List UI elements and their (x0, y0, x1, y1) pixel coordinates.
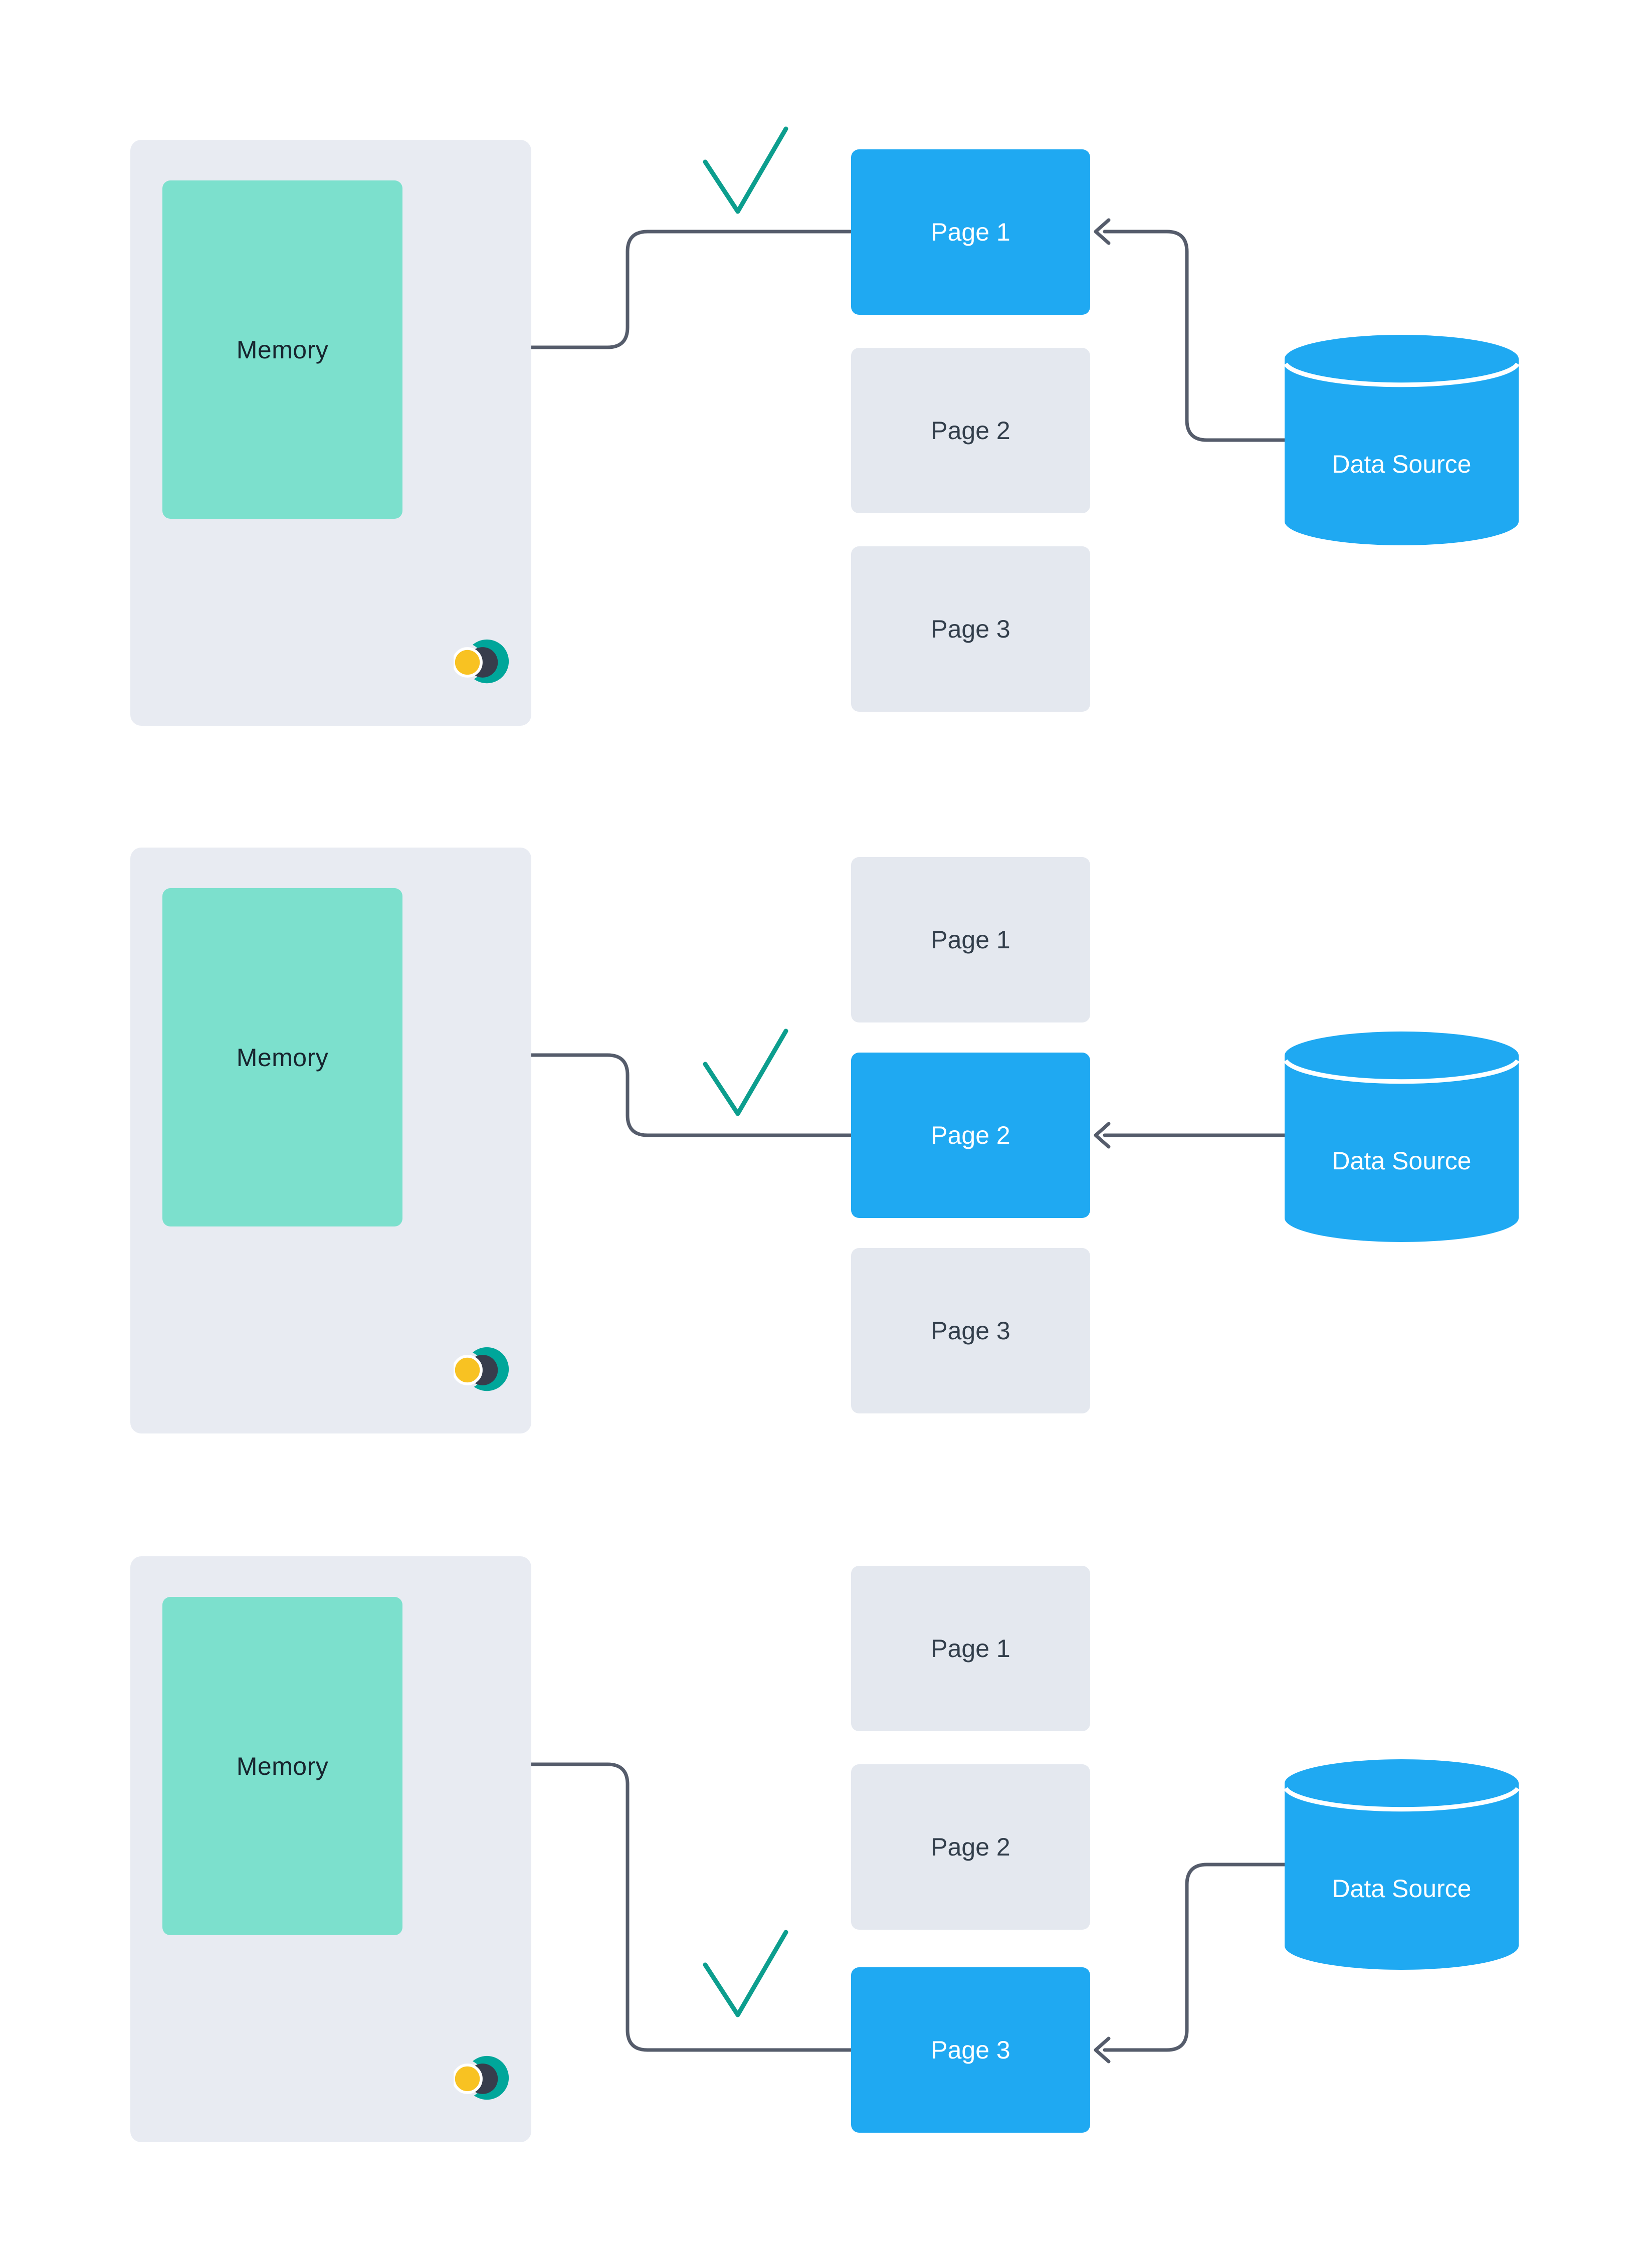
arrow-left-icon (1094, 2036, 1111, 2064)
memory-block: Memory (162, 888, 402, 1226)
page-box-1: Page 1 (851, 1566, 1090, 1731)
datasource-to-page1-connector (1103, 230, 1287, 442)
brand-logo-icon (454, 1347, 509, 1391)
memory-label: Memory (236, 1752, 329, 1780)
datasource-to-page3-connector (1103, 1863, 1287, 2052)
memory-container: Memory (130, 1556, 531, 2142)
page-label: Page 3 (931, 2036, 1010, 2064)
page-box-3: Page 3 (851, 1248, 1090, 1413)
arrow-left-icon (1094, 1122, 1111, 1149)
page-box-1: Page 1 (851, 149, 1090, 315)
checkmark-icon (703, 126, 788, 214)
page-label: Page 3 (931, 615, 1010, 643)
page-box-2: Page 2 (851, 1764, 1090, 1930)
page-label: Page 2 (931, 1121, 1010, 1149)
database-icon (1285, 1032, 1519, 1242)
database-icon (1285, 1759, 1519, 1970)
page-box-3: Page 3 (851, 546, 1090, 712)
memory-label: Memory (236, 1043, 329, 1072)
arrow-left-icon (1094, 218, 1111, 245)
page-label: Page 2 (931, 1833, 1010, 1861)
brand-logo-icon (454, 639, 509, 684)
memory-block: Memory (162, 180, 402, 519)
memory-block: Memory (162, 1597, 402, 1935)
page-box-2: Page 2 (851, 348, 1090, 513)
data-source-label: Data Source (1332, 450, 1472, 478)
memory-container: Memory (130, 848, 531, 1433)
page-label: Page 1 (931, 926, 1010, 954)
data-source-label: Data Source (1332, 1147, 1472, 1175)
page-label: Page 1 (931, 1634, 1010, 1663)
data-source-cylinder: Data Source (1285, 335, 1519, 545)
brand-logo-icon (454, 2056, 509, 2100)
page-label: Page 3 (931, 1317, 1010, 1345)
database-icon (1285, 335, 1519, 545)
page-box-3: Page 3 (851, 1967, 1090, 2133)
memory-container: Memory (130, 140, 531, 726)
memory-label: Memory (236, 335, 329, 364)
checkmark-icon (703, 1930, 788, 2017)
page-label: Page 2 (931, 417, 1010, 445)
data-source-label: Data Source (1332, 1875, 1472, 1903)
page-label: Page 1 (931, 218, 1010, 246)
checkmark-icon (703, 1029, 788, 1116)
page-box-1: Page 1 (851, 857, 1090, 1022)
data-source-cylinder: Data Source (1285, 1759, 1519, 1970)
page-box-2: Page 2 (851, 1053, 1090, 1218)
data-source-cylinder: Data Source (1285, 1032, 1519, 1242)
